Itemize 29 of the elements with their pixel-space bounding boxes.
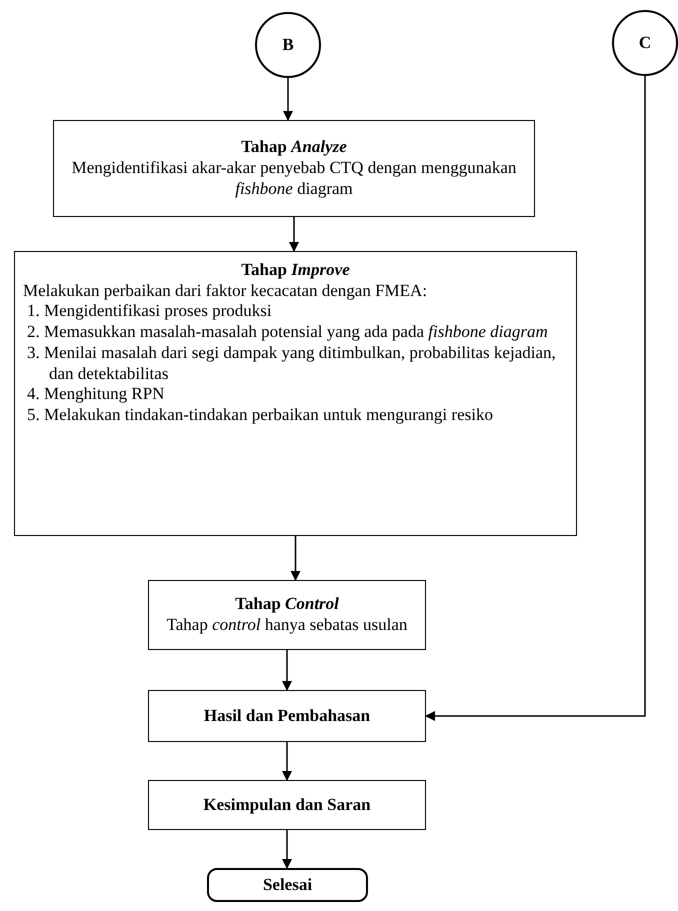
- node-label: Selesai: [262, 874, 312, 896]
- node-label: B: [282, 34, 294, 56]
- heading: Tahap Analyze: [241, 137, 347, 158]
- arrow: [289, 217, 299, 252]
- arrow: [282, 742, 292, 781]
- body-text: Melakukan perbaikan dari faktor kecacatan dengan FMEA:: [23, 280, 428, 302]
- arrow: [425, 76, 646, 721]
- list-item: 3. Menilai masalah dari segi dampak yang ditimbulkan, probabilitas kejadian, dan detektabilitas: [26, 342, 557, 384]
- arrow: [283, 78, 293, 121]
- body-text: Mengidentifikasi akar-akar penyebab CTQ dengan menggunakan fishbone diagram: [70, 158, 518, 200]
- list-item: 5. Melakukan tindakan-tindakan perbaikan untuk mengurangi resiko: [26, 405, 494, 426]
- arrow: [282, 830, 292, 869]
- heading: Tahap Control: [235, 594, 339, 615]
- terminator-box: [207, 868, 368, 902]
- process-box: [14, 251, 577, 536]
- list-item: 1. Mengidentifikasi proses produksi: [26, 301, 273, 322]
- process-box: [148, 690, 426, 742]
- list-item: 4. Menghitung RPN: [26, 384, 166, 406]
- arrow: [290, 536, 300, 581]
- process-box: [53, 120, 535, 217]
- process-box: [148, 780, 426, 830]
- list-item: 2. Memasukkan masalah-masalah potensial yang ada pada fishbone diagram: [26, 322, 549, 343]
- heading: Tahap Improve: [241, 260, 350, 281]
- body-text: Tahap control hanya sebatas usulan: [166, 615, 408, 636]
- process-box: [148, 580, 426, 650]
- node-label: C: [638, 32, 652, 54]
- node-label: Hasil dan Pembahasan: [204, 706, 370, 726]
- node-label: Kesimpulan dan Saran: [203, 794, 371, 816]
- arrow: [282, 650, 292, 691]
